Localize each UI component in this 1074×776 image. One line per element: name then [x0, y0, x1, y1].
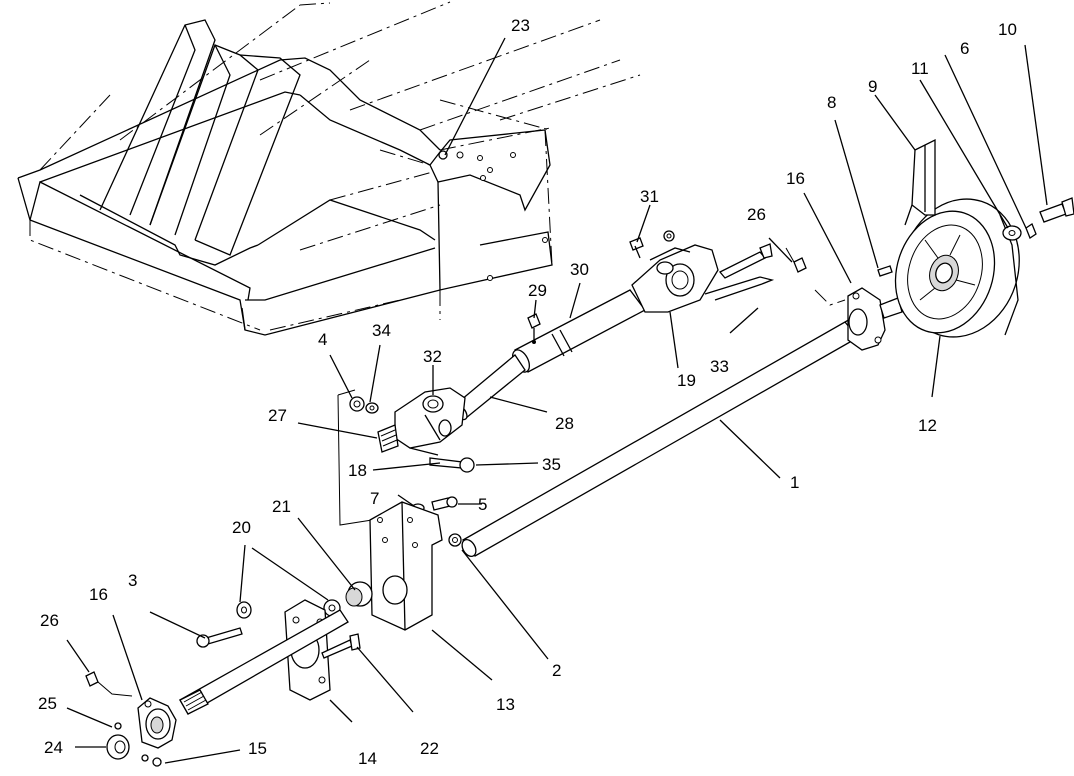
callout-21: 21 — [272, 497, 291, 516]
mounting-plate — [429, 127, 553, 320]
callout-3: 3 — [128, 571, 137, 590]
callout-31: 31 — [640, 187, 659, 206]
callout-22: 22 — [420, 739, 439, 758]
right-hardware — [785, 197, 1074, 277]
drive-shaft — [377, 244, 719, 453]
callout-20: 20 — [232, 518, 251, 537]
callout-11: 11 — [911, 59, 929, 78]
callout-16-left: 16 — [89, 585, 108, 604]
drive-hardware — [337, 230, 775, 547]
callout-18: 18 — [348, 461, 367, 480]
callout-4: 4 — [318, 330, 327, 349]
callout-6: 6 — [960, 39, 969, 58]
deck-frame — [17, 1, 641, 336]
callout-35: 35 — [542, 455, 561, 474]
callout-33: 33 — [710, 357, 729, 376]
callout-8: 8 — [827, 93, 836, 112]
callout-9: 9 — [868, 77, 877, 96]
callout-14: 14 — [358, 749, 377, 768]
callout-25: 25 — [38, 694, 57, 713]
callout-10: 10 — [998, 20, 1017, 39]
callout-23: 23 — [511, 16, 530, 35]
pulley — [894, 198, 1020, 338]
callout-26-right: 26 — [747, 205, 766, 224]
bracket — [369, 501, 443, 631]
callout-24: 24 — [44, 738, 63, 757]
callout-16-right: 16 — [786, 169, 805, 188]
callout-27: 27 — [268, 406, 287, 425]
leader-lines — [66, 37, 1048, 764]
callout-1: 1 — [790, 473, 799, 492]
callout-30: 30 — [570, 260, 589, 279]
callout-2: 2 — [552, 661, 561, 680]
callout-26-left: 26 — [40, 611, 59, 630]
belt — [904, 138, 936, 226]
callout-labels: 1 2 3 4 5 6 7 8 9 10 11 12 13 14 15 16 1… — [38, 16, 1017, 768]
lower-shaft-assembly — [85, 581, 373, 767]
callout-28: 28 — [555, 414, 574, 433]
right-bearing — [814, 287, 903, 351]
callout-19: 19 — [677, 371, 696, 390]
callout-7: 7 — [370, 489, 379, 508]
callout-32: 32 — [423, 347, 442, 366]
callout-12: 12 — [918, 416, 937, 435]
callout-13: 13 — [496, 695, 515, 714]
callout-34: 34 — [372, 321, 391, 340]
callout-5: 5 — [478, 495, 487, 514]
callout-15: 15 — [248, 739, 267, 758]
callout-29: 29 — [528, 281, 547, 300]
